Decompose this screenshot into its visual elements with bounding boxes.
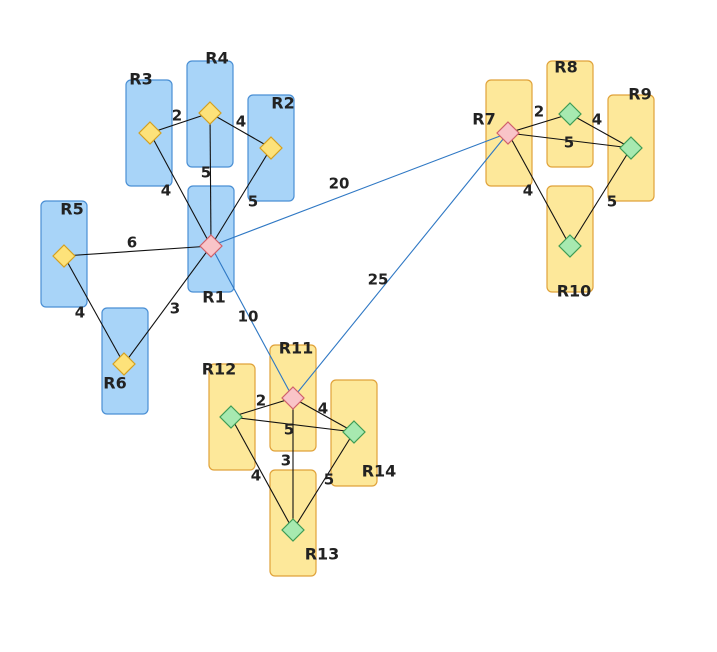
link-weight-label: 4 [161, 182, 171, 200]
router-node-r4[interactable] [198, 101, 222, 125]
router-node-r8[interactable] [558, 102, 582, 126]
link-weight-label: 4 [251, 467, 261, 485]
link-r8-r9 [569, 113, 632, 149]
link-weight-label: 5 [324, 471, 334, 489]
router-node-r5[interactable] [52, 244, 76, 268]
router-label-r10: R10 [557, 282, 592, 301]
link-r3-r4 [149, 112, 211, 134]
router-label-r12: R12 [202, 360, 237, 379]
link-r7-r8 [507, 113, 571, 134]
router-label-r14: R14 [362, 462, 397, 481]
link-weight-label: 3 [170, 300, 180, 318]
router-node-r6[interactable] [112, 352, 136, 376]
link-r7-r9 [507, 132, 632, 149]
router-node-r1[interactable] [199, 234, 223, 258]
link-weight-label: 4 [592, 111, 602, 129]
router-label-r7: R7 [472, 110, 495, 129]
router-node-r13[interactable] [281, 518, 305, 542]
link-weight-label: 25 [368, 271, 389, 289]
router-label-r2: R2 [271, 94, 294, 113]
link-r6-r1 [123, 245, 212, 365]
link-weight-label: 2 [256, 392, 266, 410]
router-node-r7[interactable] [496, 121, 520, 145]
link-r7-r10 [507, 132, 571, 247]
router-label-r1: R1 [202, 288, 225, 307]
link-weight-label: 4 [318, 400, 328, 418]
link-weight-label: 2 [172, 107, 182, 125]
link-r14-r13 [292, 431, 355, 531]
link-weight-label: 5 [284, 421, 294, 439]
router-label-r3: R3 [129, 70, 152, 89]
router-node-r14[interactable] [342, 420, 366, 444]
router-node-r3[interactable] [138, 121, 162, 145]
link-r1-r11 [210, 245, 294, 399]
router-node-r10[interactable] [558, 234, 582, 258]
link-weight-label: 5 [201, 164, 211, 182]
link-r1-r7 [210, 132, 509, 247]
link-weight-label: 10 [238, 308, 259, 326]
link-r11-r14 [292, 397, 355, 433]
router-node-r11[interactable] [281, 386, 305, 410]
link-weight-label: 6 [127, 234, 137, 252]
link-r4-r2 [209, 112, 272, 149]
link-r2-r1 [210, 147, 272, 247]
router-label-r11: R11 [279, 339, 314, 358]
link-r12-r11 [230, 397, 294, 418]
link-weight-label: 3 [281, 452, 291, 470]
router-node-r12[interactable] [219, 405, 243, 429]
router-node-r9[interactable] [619, 136, 643, 160]
link-weight-label: 4 [75, 304, 85, 322]
router-label-r13: R13 [305, 545, 340, 564]
link-weight-label: 4 [523, 182, 533, 200]
link-r7-r11 [292, 132, 509, 399]
router-label-r6: R6 [103, 374, 126, 393]
link-weight-label: 4 [236, 113, 246, 131]
link-r9-r10 [569, 147, 632, 247]
link-weight-label: 2 [534, 103, 544, 121]
router-label-r8: R8 [554, 58, 577, 77]
link-r12-r13 [230, 416, 294, 531]
link-weight-label: 5 [607, 193, 617, 211]
router-label-r4: R4 [205, 49, 228, 68]
router-boxes [40, 60, 655, 577]
link-weight-label: 5 [564, 134, 574, 152]
router-node-r2[interactable] [259, 136, 283, 160]
link-r5-r1 [63, 245, 212, 257]
router-nodes [52, 101, 643, 542]
links [63, 112, 632, 531]
link-weight-label: 20 [329, 175, 350, 193]
link-r5-r6 [63, 255, 125, 365]
router-label-r9: R9 [628, 85, 651, 104]
link-r4-r1 [209, 112, 212, 247]
link-weight-label: 5 [248, 193, 258, 211]
router-label-r5: R5 [60, 200, 83, 219]
link-r3-r1 [149, 132, 212, 247]
